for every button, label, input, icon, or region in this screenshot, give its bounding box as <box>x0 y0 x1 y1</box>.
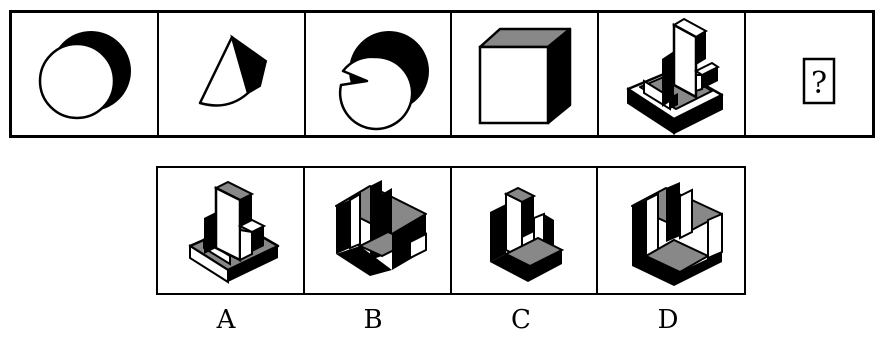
sequence-strip: ? <box>9 10 875 138</box>
option-c-label: C <box>511 305 531 335</box>
option-d-block-icon[interactable] <box>624 176 728 288</box>
cell-divider <box>597 13 599 135</box>
option-d-label: D <box>657 305 679 335</box>
cell-divider <box>744 13 746 135</box>
shaded-circle-icon <box>38 31 131 120</box>
option-b-label: B <box>363 305 383 335</box>
cell-divider <box>596 168 598 293</box>
options-strip <box>156 166 746 295</box>
shaded-pacman-icon <box>338 31 429 131</box>
cell-divider <box>303 168 305 293</box>
stepped-block-icon <box>626 17 724 135</box>
cell-divider <box>157 13 159 135</box>
question-card: ? <box>802 57 836 105</box>
option-c-block-icon[interactable] <box>480 178 570 286</box>
question-mark: ? <box>811 66 827 101</box>
shaded-cube-icon <box>478 27 572 125</box>
option-a-label: A <box>216 305 236 335</box>
shaded-fan-icon <box>198 34 268 107</box>
cell-divider <box>450 13 452 135</box>
cell-divider <box>304 13 306 135</box>
option-b-block-icon[interactable] <box>330 176 430 288</box>
option-a-block-icon[interactable] <box>186 174 282 286</box>
cell-divider <box>450 168 452 293</box>
